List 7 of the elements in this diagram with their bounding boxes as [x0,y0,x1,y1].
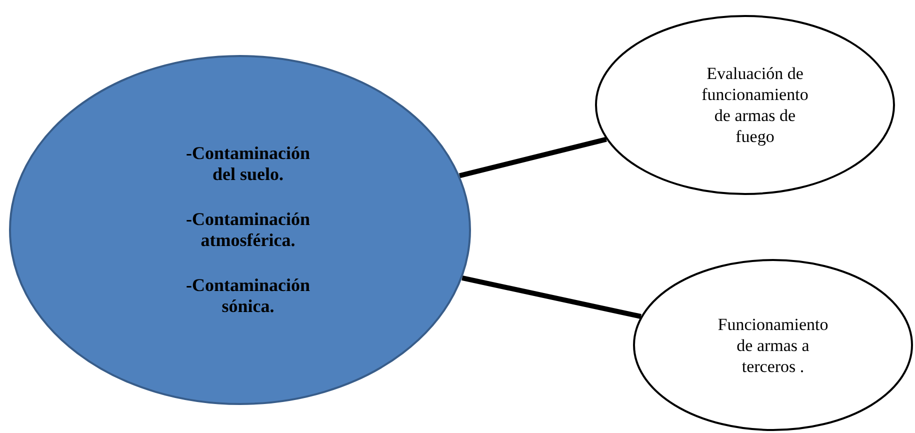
node-text: -Contaminación del suelo. [184,143,311,185]
node-text: -Contaminación atmosférica. [184,209,311,251]
node-text: -Contaminación sónica. [184,275,311,317]
connector-line [458,136,607,178]
node-text: Funcionamiento de armas a terceros . [716,314,830,376]
connector-line [462,276,642,319]
node-text: Evaluación de funcionamiento de armas de fuego [700,63,810,147]
